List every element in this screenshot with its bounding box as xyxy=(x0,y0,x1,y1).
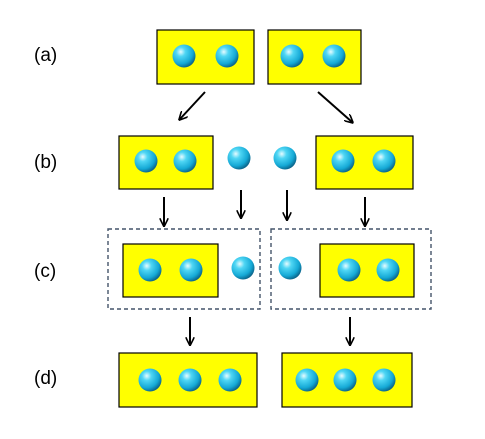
box-c-right xyxy=(319,243,415,298)
particle-sphere-icon xyxy=(178,368,202,392)
particle-sphere-icon xyxy=(322,44,346,68)
free-particle-sphere-icon xyxy=(273,146,297,170)
particle-sphere-icon xyxy=(173,149,197,173)
particle-sphere-icon xyxy=(333,368,357,392)
row-label-b: (b) xyxy=(34,152,57,173)
particle-sphere-icon xyxy=(295,368,319,392)
particle-sphere-icon xyxy=(331,149,355,173)
particle-sphere-icon xyxy=(372,368,396,392)
particle-sphere-icon xyxy=(372,149,396,173)
particle-sphere-icon xyxy=(376,258,400,282)
particle-sphere-icon xyxy=(218,368,242,392)
box-c-left xyxy=(122,243,219,298)
arrow-down-icon xyxy=(180,91,206,119)
row-label-a: (a) xyxy=(34,45,57,66)
particle-sphere-icon xyxy=(337,258,361,282)
particle-sphere-icon xyxy=(134,149,158,173)
box-b-right xyxy=(315,135,414,190)
free-particle-sphere-icon xyxy=(278,256,302,280)
particle-sphere-icon xyxy=(138,258,162,282)
particle-sphere-icon xyxy=(179,258,203,282)
row-label-d: (d) xyxy=(34,368,57,389)
free-particle-sphere-icon xyxy=(231,256,255,280)
particle-sphere-icon xyxy=(280,44,304,68)
arrow-down-icon xyxy=(317,91,352,122)
dashed-group-right xyxy=(270,228,432,310)
dashed-group-left xyxy=(107,228,261,310)
box-b-left xyxy=(118,135,214,190)
row-label-c: (c) xyxy=(34,261,56,282)
free-particle-sphere-icon xyxy=(227,146,251,170)
particle-sphere-icon xyxy=(172,44,196,68)
particle-sphere-icon xyxy=(138,368,162,392)
particle-sphere-icon xyxy=(215,44,239,68)
box-a-left xyxy=(156,29,255,85)
